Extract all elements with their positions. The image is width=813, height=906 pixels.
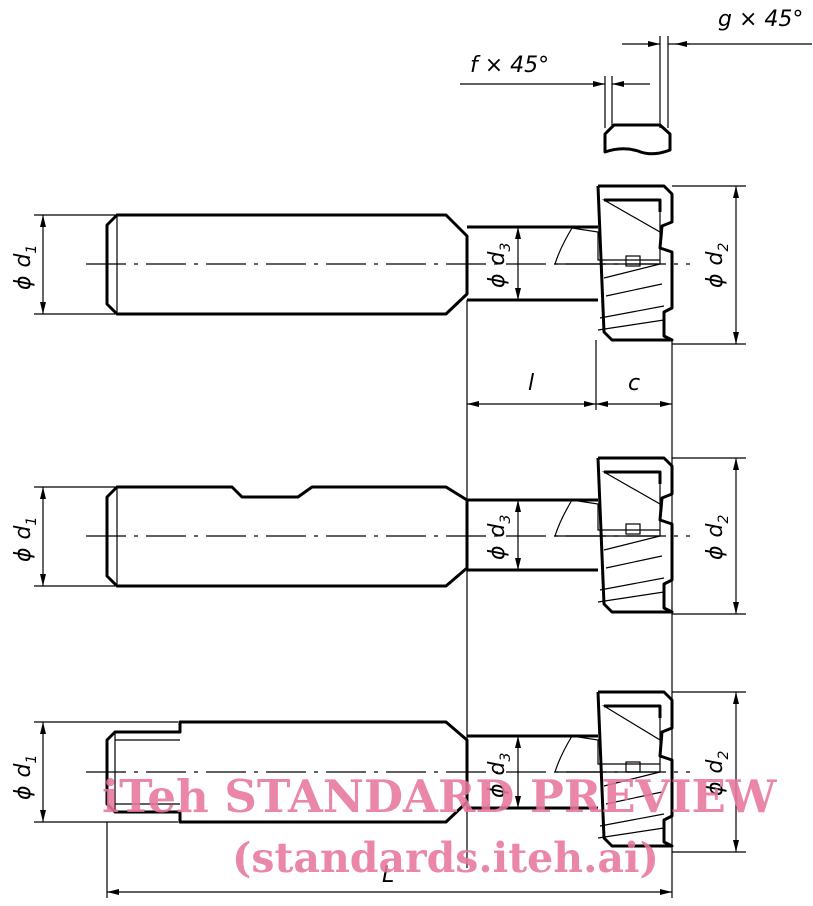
phi-symbol: ϕ xyxy=(11,275,36,290)
view-3-threaded-shank: ϕd1 ϕd3 ϕd2 xyxy=(11,690,746,853)
watermark-line-1: iTeh STANDARD PREVIEW xyxy=(102,770,778,823)
d3-subscript: 3 xyxy=(498,515,514,524)
view-1-plain-shank: ϕd1 ϕd3 ϕd2 xyxy=(11,184,746,345)
svg-text:ϕd2: ϕd2 xyxy=(703,515,732,560)
d3-subscript: 3 xyxy=(498,243,514,252)
d3-dimension-2: ϕd3 xyxy=(485,500,521,570)
chamfer-detail: g × 45° f × 45° xyxy=(460,7,812,156)
d-symbol: d xyxy=(11,524,36,539)
d-symbol: d xyxy=(11,762,36,777)
view-2-flat-shank: ϕd1 ϕd3 ϕd2 xyxy=(11,456,746,615)
d1-dimension-3: ϕd1 xyxy=(11,721,178,823)
d1-dimension-2: ϕd1 xyxy=(11,486,115,587)
d-symbol: d xyxy=(11,252,36,267)
d2-dimension-1: ϕd2 xyxy=(672,185,746,345)
phi-symbol: ϕ xyxy=(11,547,36,562)
d-symbol: d xyxy=(703,758,728,773)
phi-symbol: ϕ xyxy=(485,273,510,288)
dim-L-label: L xyxy=(382,863,394,888)
d1-subscript: 1 xyxy=(24,245,40,254)
svg-text:ϕd1: ϕd1 xyxy=(11,755,40,800)
d3-dimension-1: ϕd3 xyxy=(485,227,521,300)
svg-text:ϕd3: ϕd3 xyxy=(485,753,514,798)
phi-symbol: ϕ xyxy=(485,545,510,560)
phi-symbol: ϕ xyxy=(703,273,728,288)
watermark: iTeh STANDARD PREVIEW (standards.iteh.ai… xyxy=(102,770,778,882)
phi-symbol: ϕ xyxy=(703,781,728,796)
svg-text:ϕd3: ϕd3 xyxy=(485,515,514,560)
dimension-L: L xyxy=(107,863,672,895)
d2-subscript: 2 xyxy=(716,515,732,524)
d-symbol: d xyxy=(485,760,510,775)
d-symbol: d xyxy=(485,522,510,537)
phi-symbol: ϕ xyxy=(703,545,728,560)
d3-dimension-3: ϕd3 xyxy=(485,736,521,808)
svg-text:ϕd1: ϕd1 xyxy=(11,245,40,290)
dim-c-label: c xyxy=(628,371,640,396)
d2-dimension-2: ϕd2 xyxy=(672,457,746,615)
dim-l-label: l xyxy=(528,371,534,396)
d2-dimension-3: ϕd2 xyxy=(672,691,746,853)
phi-symbol: ϕ xyxy=(11,785,36,800)
d1-dimension-1: ϕd1 xyxy=(11,214,115,315)
chamfer-f-label: f × 45° xyxy=(470,53,549,78)
d1-subscript: 1 xyxy=(24,517,40,526)
d3-subscript: 3 xyxy=(498,753,514,762)
phi-symbol: ϕ xyxy=(485,783,510,798)
d1-subscript: 1 xyxy=(24,755,40,764)
d-symbol: d xyxy=(485,250,510,265)
d2-subscript: 2 xyxy=(716,751,732,760)
d-symbol: d xyxy=(703,522,728,537)
chamfer-g-label: g × 45° xyxy=(718,7,803,32)
watermark-line-2: (standards.iteh.ai) xyxy=(232,834,659,882)
dimension-l-c: l c xyxy=(467,371,672,407)
svg-text:ϕd2: ϕd2 xyxy=(703,243,732,288)
d-symbol: d xyxy=(703,250,728,265)
svg-text:ϕd2: ϕd2 xyxy=(703,751,732,796)
d2-subscript: 2 xyxy=(716,243,732,252)
svg-text:ϕd1: ϕd1 xyxy=(11,517,40,562)
svg-text:ϕd3: ϕd3 xyxy=(485,243,514,288)
